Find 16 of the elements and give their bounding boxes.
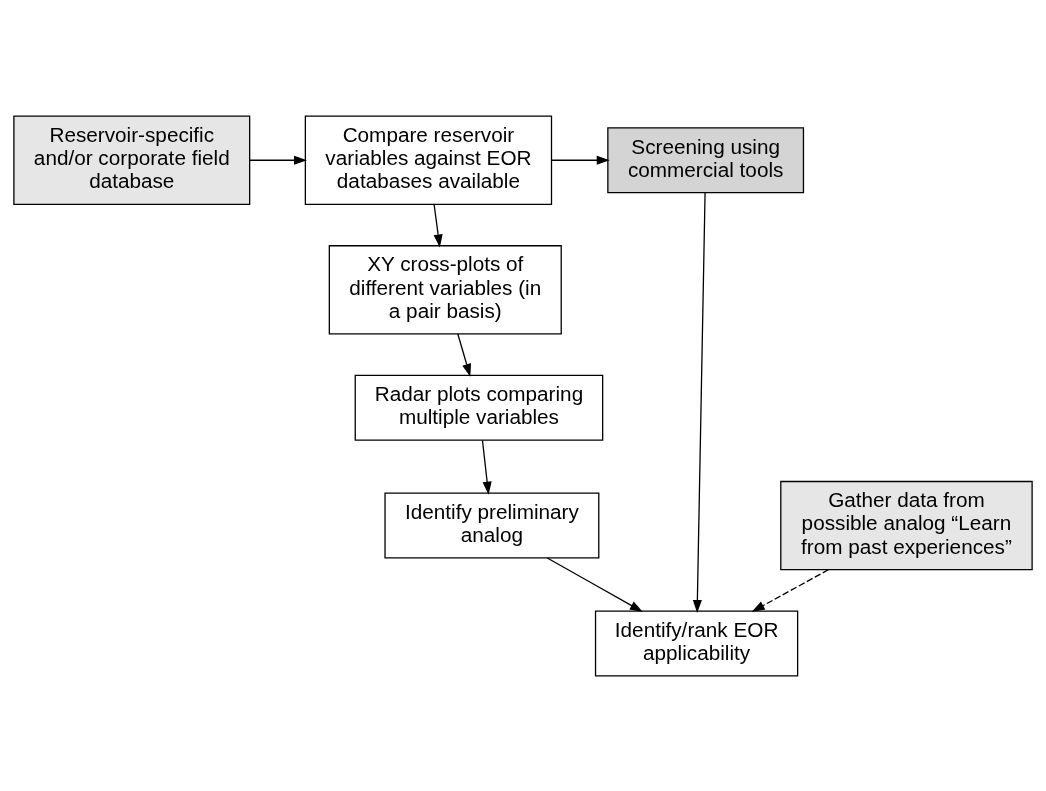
node-box: Identify preliminary analog	[384, 492, 600, 559]
node-box: Gather data from possible analog “Learn from past experiences”	[780, 480, 1033, 570]
arrow	[751, 568, 829, 612]
arrow	[433, 203, 443, 247]
arrow	[457, 332, 472, 377]
arrow	[551, 155, 610, 165]
arrow	[692, 191, 706, 613]
arrow	[249, 155, 307, 165]
arrow	[481, 439, 492, 495]
node-box: Radar plots comparing multiple variables	[354, 374, 604, 441]
node-box: Screening using commercial tools	[607, 126, 805, 193]
node-box: Identify/rank EOR applicability	[594, 609, 799, 676]
node-box: Compare reservoir variables against EOR databases available	[304, 115, 553, 205]
node-box: XY cross-plots of different variables (in a pair basis)	[328, 244, 562, 334]
node-box: Reservoir-specific and/or corporate field database	[13, 115, 251, 205]
arrow	[546, 556, 643, 612]
